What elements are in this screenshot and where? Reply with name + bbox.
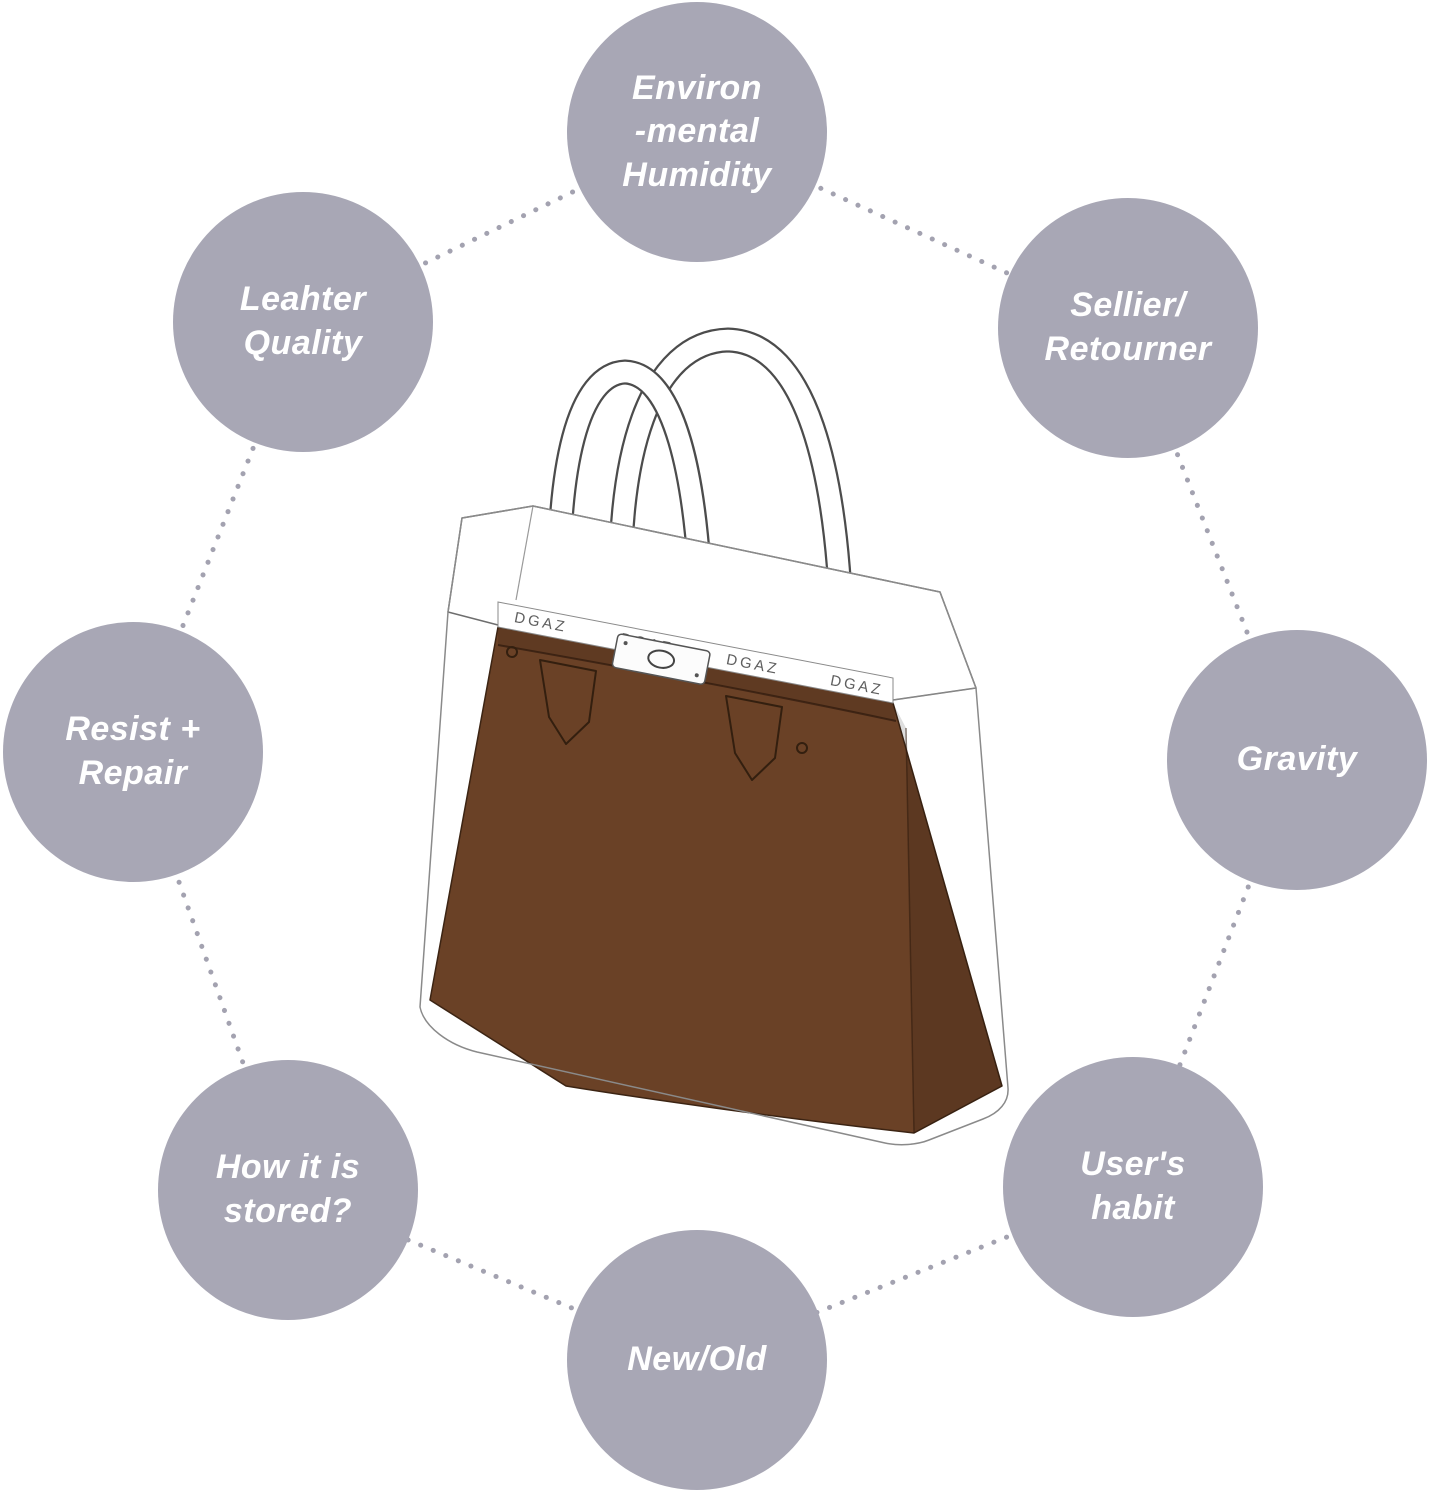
connector-line-resist-leather xyxy=(130,319,306,755)
bag-hardware-plate xyxy=(611,633,711,685)
clear-bag-corner-line xyxy=(892,687,977,701)
factor-circle-environmental-humidity: Environ -mental Humidity xyxy=(567,2,827,262)
factor-label-how-it-is-stored: How it is stored? xyxy=(215,1148,361,1230)
connector-line-stored-resist xyxy=(130,749,291,1193)
bag-side-shade xyxy=(893,703,1002,1133)
bag-handle-front xyxy=(548,361,713,631)
bag-hardware-screw xyxy=(694,673,699,678)
bag-strap-right xyxy=(725,695,783,781)
bag-flap-fold-line xyxy=(515,505,534,601)
factor-label-new-old: New/Old xyxy=(627,1340,767,1379)
factor-label-gravity: Gravity xyxy=(1236,740,1358,779)
bag-handle-back xyxy=(610,329,853,641)
factor-circle-leather-quality: Leahter Quality xyxy=(173,192,433,452)
factor-circle-resist-repair: Resist + Repair xyxy=(3,622,263,882)
bag-strap-left xyxy=(539,659,597,745)
bag-eyelet-left xyxy=(506,646,518,658)
factor-label-resist-repair: Resist + Repair xyxy=(65,710,201,792)
bag-hardware-screw xyxy=(623,641,628,646)
factor-label-sellier-retourner: Sellier/ Retourner xyxy=(1044,286,1212,368)
handbag-illustration: DGAZ DGAZ DGAZ DGAZ xyxy=(419,327,1009,1146)
connector-line-sellier-gravity xyxy=(1125,325,1300,763)
clear-bag-outline xyxy=(419,505,1009,1146)
factor-label-environmental-humidity: Environ -mental Humidity xyxy=(622,68,772,194)
factor-circle-gravity: Gravity xyxy=(1167,630,1427,890)
bag-turnlock-icon xyxy=(647,649,676,669)
factor-label-leather-quality: Leahter Quality xyxy=(239,280,367,362)
factor-circle-sellier-retourner: Sellier/ Retourner xyxy=(998,198,1258,458)
factor-circle-how-it-is-stored: How it is stored? xyxy=(158,1060,418,1320)
bag-side-edge-line xyxy=(905,727,915,1134)
factor-circle-users-habit: User's habit xyxy=(1003,1057,1263,1317)
bag-turnlock-hardware xyxy=(611,633,711,685)
factor-circle-new-old: New/Old xyxy=(567,1230,827,1490)
bag-eyelet-right xyxy=(796,742,808,754)
connector-line-leather-env xyxy=(300,129,700,325)
factor-label-users-habit: User's habit xyxy=(1080,1145,1186,1227)
